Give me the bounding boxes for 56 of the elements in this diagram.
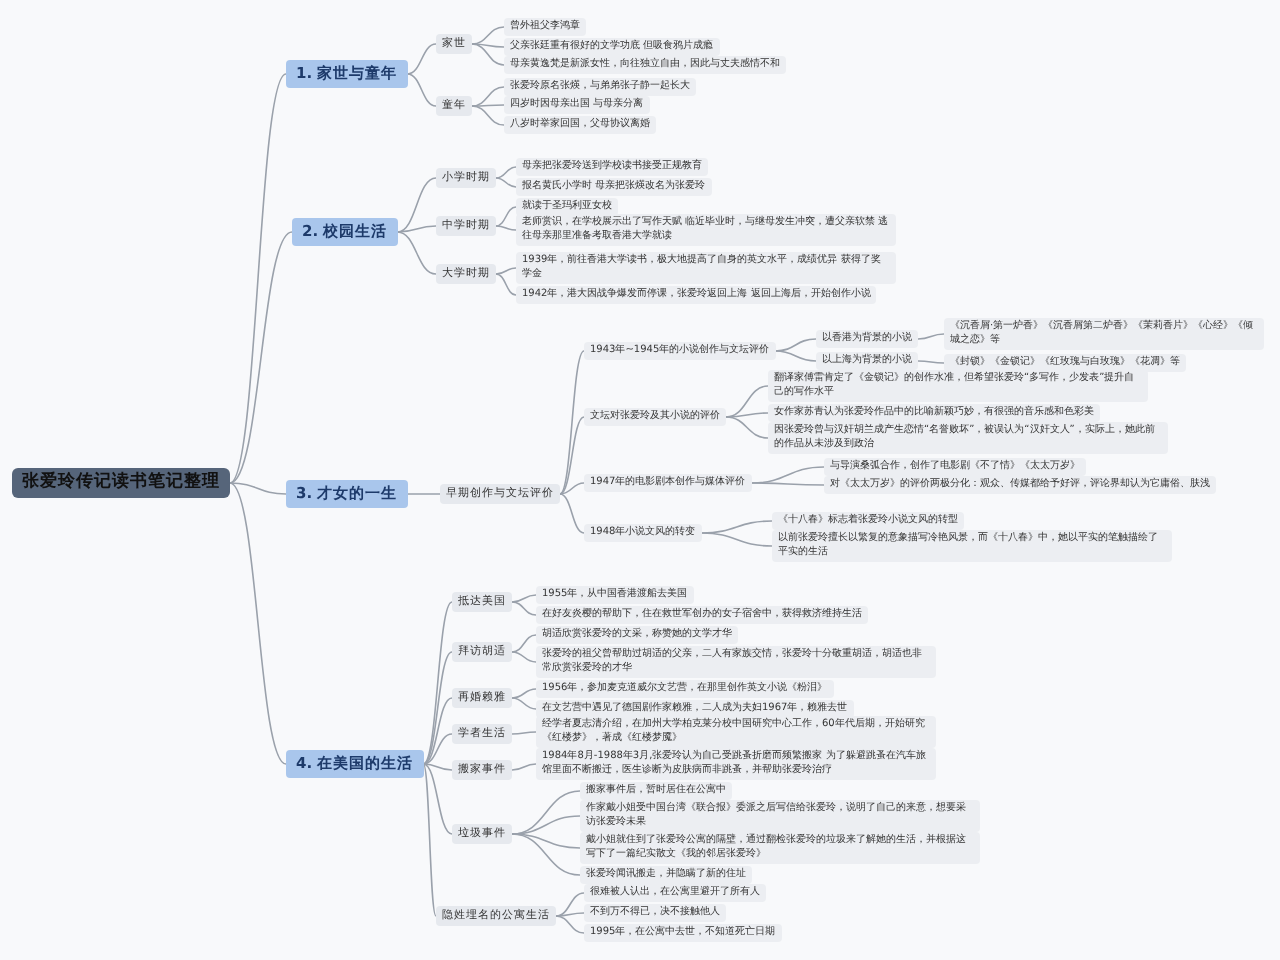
connector-line [559,350,585,495]
connector-line [495,206,517,227]
connector-line [406,43,437,75]
connector-line [511,763,537,771]
connector-line [700,532,773,547]
connector-line [511,651,537,663]
connector-line [471,43,505,66]
connector-line [511,634,537,653]
connector-line [774,338,817,352]
connector-line [422,763,453,835]
connector-line [495,166,517,179]
connector-line [422,733,453,765]
root-topic: 张爱玲传记读书笔记整理 [12,468,230,498]
connector-line [229,482,287,765]
connector-line [422,763,437,917]
connector-line [511,731,537,735]
connector-line [559,493,585,534]
connector-line [422,763,453,771]
connector-line [725,412,769,418]
connector-line [511,601,537,616]
connector-line [471,105,505,126]
connector-line [406,493,441,495]
connector-line [495,177,517,188]
connector-line [495,267,517,275]
connector-line [559,416,585,495]
connector-line [511,833,581,876]
connector-line [511,688,537,699]
connector-line [229,482,287,495]
connector-line [396,225,437,233]
connector-line [725,416,769,439]
connector-line [422,651,453,765]
connector-line [229,231,293,484]
connector-line [471,43,505,48]
connector-line [396,177,437,233]
connector-line [396,231,437,275]
connector-line [917,360,945,364]
connector-line [511,594,537,603]
connector-line [725,385,769,418]
connector-line [555,912,585,917]
connector-line [917,333,945,340]
connector-line [511,833,581,849]
connector-line [495,273,517,296]
connector-line [750,482,825,486]
connector-line [555,892,585,917]
connector-line [471,86,505,107]
connector-line [495,225,517,231]
connector-line [229,73,287,484]
connector-line [559,482,585,495]
connector-line [406,73,437,107]
connector-line [555,915,585,934]
connector-line [471,26,505,45]
connector-line [774,350,817,362]
connector-line [422,697,453,765]
connector-line [422,601,453,765]
connector-line [471,104,505,107]
connector-line [511,697,537,710]
